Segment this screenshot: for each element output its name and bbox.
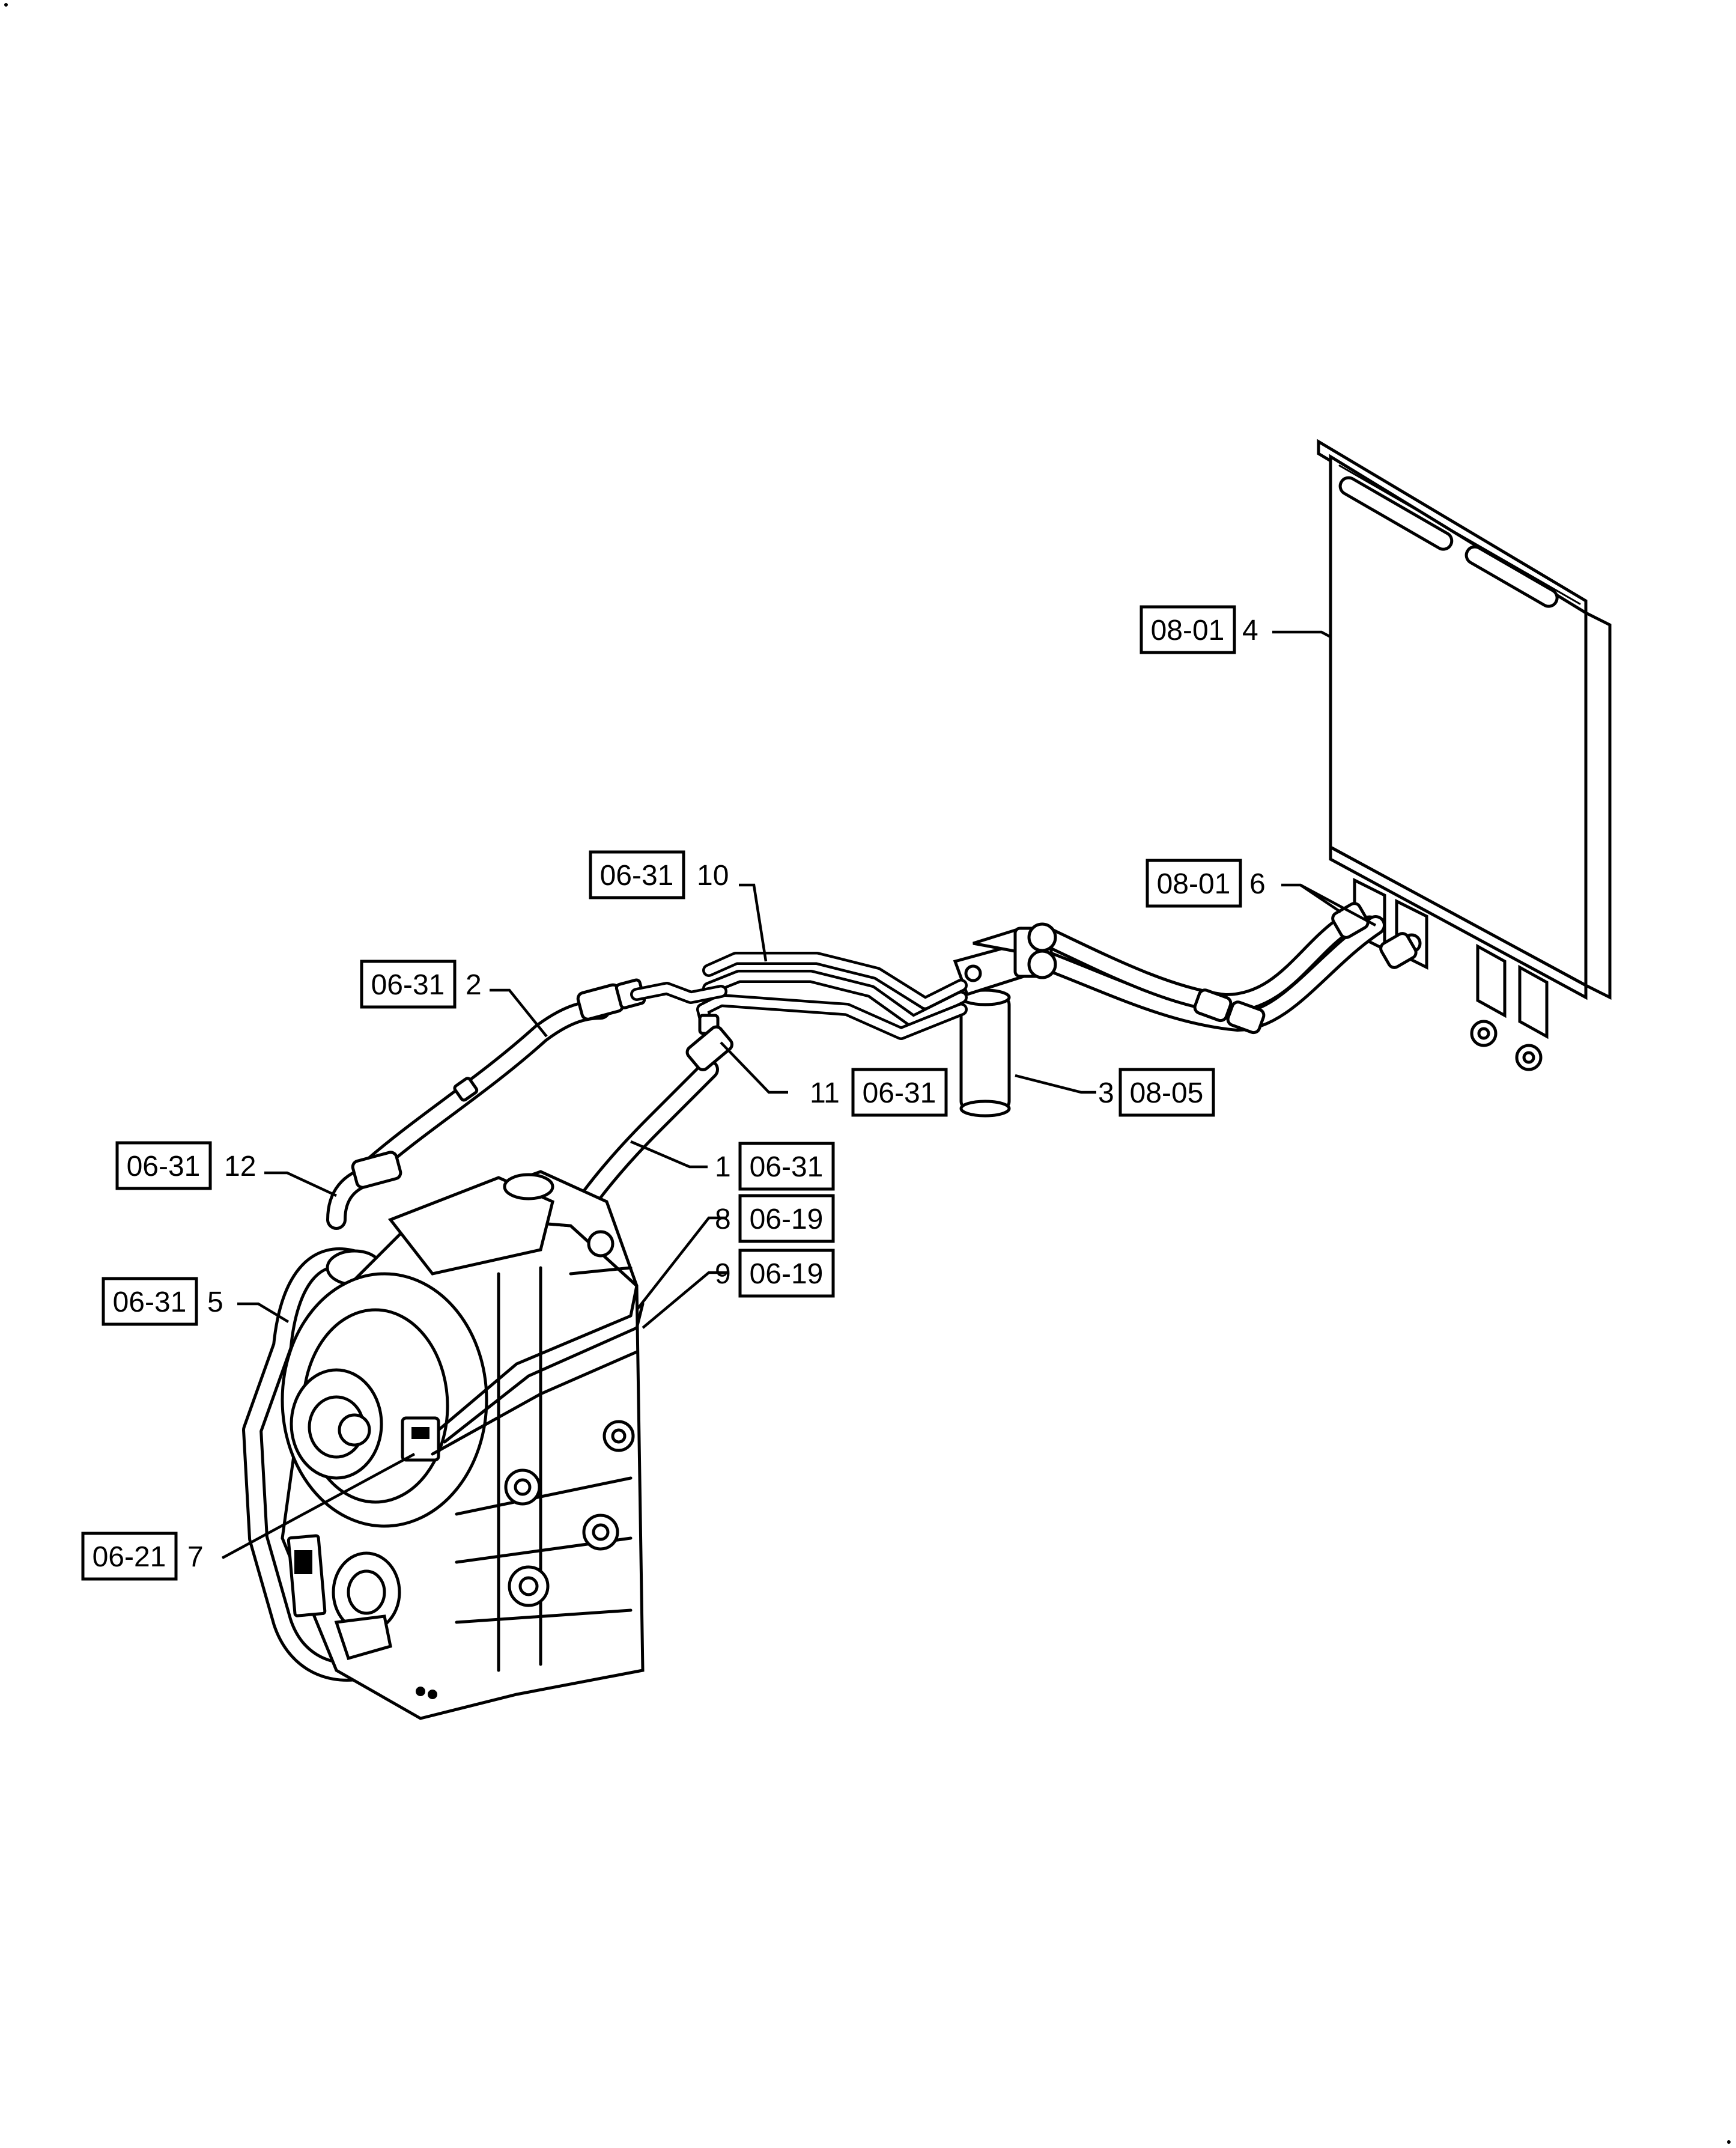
callout-11-ref: 06-31 [863, 1077, 936, 1109]
callout-5-ref: 06-31 [113, 1286, 187, 1318]
callout-10[interactable]: 06-31 10 [589, 850, 729, 899]
callout-10-ref: 06-31 [600, 860, 674, 892]
callout-1-number: 1 [715, 1151, 731, 1183]
callout-12-number: 12 [224, 1151, 256, 1182]
callout-9-ref: 06-19 [750, 1258, 824, 1290]
callout-12[interactable]: 06-31 12 [115, 1141, 256, 1190]
callout-3[interactable]: 3 08-05 [1098, 1068, 1215, 1117]
callout-5[interactable]: 06-31 5 [102, 1277, 223, 1326]
cooler-hoses [1038, 902, 1418, 1035]
callout-11-number: 11 [810, 1077, 840, 1109]
transmission [281, 1170, 645, 1720]
callout-7-number: 7 [187, 1541, 204, 1573]
callout-8-number: 8 [715, 1203, 731, 1235]
callout-6-ref: 08-01 [1157, 868, 1231, 900]
callout-9-number: 9 [715, 1258, 731, 1290]
callout-12-ref: 06-31 [127, 1151, 201, 1182]
corner-mark-bottom-right [1727, 2140, 1731, 2144]
tubes-8-9 [431, 1284, 645, 1456]
callout-8[interactable]: 8 06-19 [715, 1194, 835, 1243]
callout-1-ref: 06-31 [750, 1151, 824, 1183]
callout-3-ref: 08-05 [1130, 1077, 1204, 1109]
callout-7-ref: 06-21 [93, 1541, 166, 1573]
oil-cooler [1317, 439, 1612, 1071]
callout-1[interactable]: 1 06-31 [715, 1142, 835, 1191]
callout-6-number: 6 [1249, 868, 1266, 900]
callout-10-number: 10 [697, 860, 729, 892]
callout-7[interactable]: 06-21 7 [81, 1532, 204, 1581]
hose-12 [326, 1151, 402, 1230]
callout-2-ref: 06-31 [371, 969, 445, 1001]
callout-4-number: 4 [1242, 615, 1258, 647]
callout-11[interactable]: 11 06-31 [810, 1068, 948, 1117]
callout-2-number: 2 [466, 969, 482, 1001]
callout-4-ref: 08-01 [1151, 615, 1225, 647]
corner-mark-top-left [4, 3, 8, 7]
callout-6[interactable]: 08-01 6 [1146, 859, 1266, 908]
callout-8-ref: 06-19 [750, 1203, 824, 1235]
callout-2[interactable]: 06-31 2 [360, 960, 482, 1009]
leader-lines [221, 630, 1377, 1559]
callout-4[interactable]: 08-01 4 [1140, 605, 1258, 654]
callout-3-number: 3 [1098, 1077, 1114, 1109]
oil-filter [953, 922, 1057, 1118]
hose-2 [356, 978, 727, 1182]
callout-5-number: 5 [207, 1286, 223, 1318]
callout-9[interactable]: 9 06-19 [715, 1249, 835, 1298]
tube-10 [702, 952, 968, 1028]
